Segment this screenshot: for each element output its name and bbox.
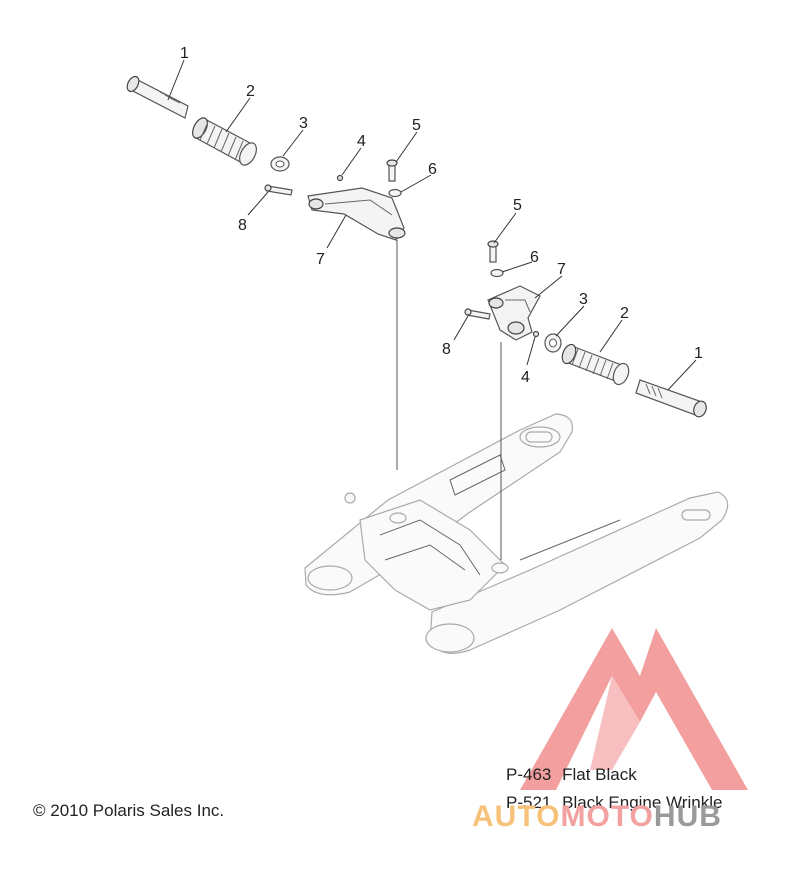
callout-right-1: 1 <box>694 345 703 362</box>
callout-left-2: 2 <box>246 83 255 100</box>
bolt-icon <box>487 240 499 263</box>
copyright-notice: © 2010 Polaris Sales Inc. <box>33 801 225 820</box>
clevis-pin-icon <box>464 308 491 320</box>
paint-finish: Black Engine Wrinkle <box>562 793 723 812</box>
left-footpeg-assembly <box>126 75 406 241</box>
right-footpeg-assembly <box>464 240 707 418</box>
cotter-pin-icon <box>532 330 540 338</box>
bolt-icon <box>386 159 398 182</box>
callout-right-7: 7 <box>557 261 566 278</box>
footpeg-bracket-icon <box>487 285 541 341</box>
footpeg-pin-icon <box>126 75 189 119</box>
callout-right-2: 2 <box>620 305 629 322</box>
small-washer-icon <box>490 268 504 278</box>
paint-code-row: P-521 Black Engine Wrinkle <box>506 793 722 813</box>
rubber-grip-icon <box>192 117 257 166</box>
callout-left-4: 4 <box>357 133 366 150</box>
paint-code: P-521 <box>506 793 552 812</box>
paint-code-row: P-463 Flat Black <box>506 765 637 785</box>
paint-finish: Flat Black <box>562 765 637 784</box>
callout-labels-right: 1 2 3 4 5 6 7 8 <box>442 197 703 386</box>
clevis-pin-icon <box>264 184 293 196</box>
leader-lines <box>167 59 697 391</box>
callout-left-7: 7 <box>316 251 325 268</box>
callout-left-1: 1 <box>180 45 189 62</box>
callout-left-5: 5 <box>412 117 421 134</box>
rubber-grip-icon <box>561 343 630 386</box>
callout-right-6: 6 <box>530 249 539 266</box>
callout-right-8: 8 <box>442 341 451 358</box>
watermark-text: AUTOMOTOHUB <box>472 800 722 834</box>
callout-right-5: 5 <box>513 197 522 214</box>
watermark-part-b: MOTO <box>560 800 654 833</box>
cotter-pin-icon <box>336 174 344 182</box>
watermark-part-a: AUTO <box>472 800 561 833</box>
footpeg-bracket-icon <box>307 187 406 241</box>
swingarm-illustration <box>304 413 729 654</box>
callout-left-6: 6 <box>428 161 437 178</box>
callout-right-3: 3 <box>579 291 588 308</box>
callout-right-4: 4 <box>521 369 530 386</box>
watermark-logo-icon <box>520 628 748 790</box>
footpeg-pin-icon <box>635 379 707 418</box>
callout-left-8: 8 <box>238 217 247 234</box>
callout-left-3: 3 <box>299 115 308 132</box>
callout-labels-left: 1 2 3 4 5 6 7 8 <box>180 45 437 268</box>
paint-code: P-463 <box>506 765 552 784</box>
small-washer-icon <box>388 188 402 198</box>
watermark-part-c: HUB <box>653 800 722 833</box>
